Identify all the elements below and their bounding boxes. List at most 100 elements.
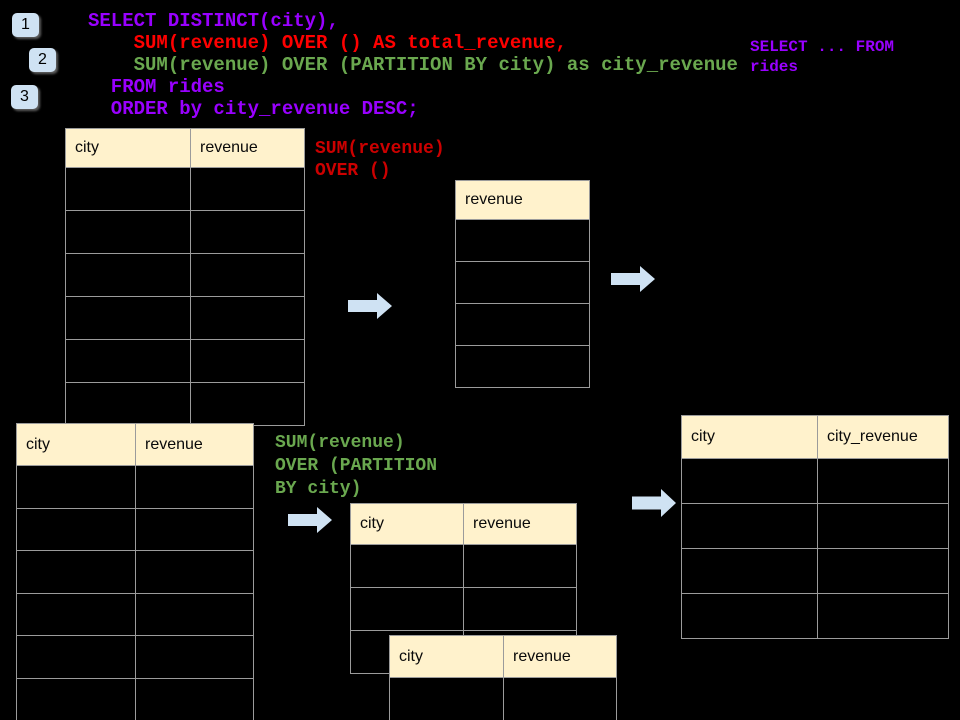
table-row xyxy=(66,210,304,253)
table-cell xyxy=(390,678,504,720)
column-header: revenue xyxy=(473,515,531,532)
table-row xyxy=(17,677,253,720)
table-cell xyxy=(682,549,818,593)
table-row xyxy=(456,345,589,387)
arrow-right-icon xyxy=(288,507,332,533)
column-header: city xyxy=(66,129,191,167)
table-row xyxy=(351,587,576,630)
text-line: SUM(revenue) xyxy=(275,433,405,453)
table-cell xyxy=(66,297,191,339)
table-row xyxy=(351,544,576,587)
table-cell xyxy=(818,504,948,548)
table-cell xyxy=(504,678,616,720)
table-cell xyxy=(456,346,589,387)
column-header: city xyxy=(17,424,136,465)
table-header-row: city revenue xyxy=(17,424,253,465)
table-header-row: city revenue xyxy=(351,504,576,544)
column-header: revenue xyxy=(200,139,258,156)
table-cell xyxy=(191,340,304,382)
table-row xyxy=(66,167,304,210)
table-cell xyxy=(136,594,253,636)
sql-code-line: FROM rides xyxy=(88,76,225,98)
table-row xyxy=(390,677,616,720)
table-row xyxy=(17,465,253,508)
table-city-revenue-result: city city_revenue xyxy=(681,415,949,639)
table-row xyxy=(682,503,948,548)
table-cell xyxy=(17,593,136,635)
table-cell xyxy=(17,636,136,678)
table-row xyxy=(456,261,589,303)
table-cell xyxy=(66,340,191,382)
table-cell xyxy=(456,220,589,261)
step-badge-1: 1 xyxy=(12,13,39,37)
table-row xyxy=(66,339,304,382)
partition-annotation: SUM(revenue) OVER (PARTITION BY city) xyxy=(275,432,437,501)
column-header: city_revenue xyxy=(827,428,918,445)
table-header-row: city revenue xyxy=(66,129,304,167)
table-cell xyxy=(17,508,136,550)
table-row xyxy=(66,382,304,425)
table-cell xyxy=(464,545,576,587)
table-cell xyxy=(191,383,304,425)
table-cell xyxy=(351,545,464,587)
column-header: city xyxy=(351,504,464,544)
table-cell xyxy=(191,254,304,296)
table-cell xyxy=(191,211,304,253)
column-header: city xyxy=(390,636,504,677)
column-header: revenue xyxy=(145,435,203,453)
step-badge-3: 3 xyxy=(11,85,38,109)
column-header: revenue xyxy=(465,191,523,208)
table-row xyxy=(456,303,589,345)
table-row xyxy=(17,507,253,551)
text-line: OVER () xyxy=(315,161,391,181)
sql-code-line: SELECT DISTINCT(city), xyxy=(88,10,339,32)
table-cell xyxy=(818,549,948,593)
total-revenue-annotation: SUM(revenue)OVER () xyxy=(315,138,445,182)
table-cell xyxy=(66,254,191,296)
table-row xyxy=(682,548,948,593)
table-row xyxy=(456,219,589,261)
table-cell xyxy=(682,504,818,548)
table-cell xyxy=(818,594,948,638)
table-rides-source-partition: city revenue xyxy=(16,423,254,720)
text-line: OVER (PARTITION xyxy=(275,456,438,476)
table-row xyxy=(17,550,253,593)
text-line: BY city) xyxy=(275,479,362,499)
table-row xyxy=(66,296,304,339)
table-rides-source-total: city revenue xyxy=(65,128,305,426)
table-cell xyxy=(136,551,253,593)
table-cell xyxy=(136,679,253,720)
table-cell xyxy=(818,459,948,503)
arrow-right-icon xyxy=(611,266,655,292)
table-cell xyxy=(351,588,464,630)
table-cell xyxy=(682,594,818,638)
table-cell xyxy=(136,636,253,678)
table-header-row: revenue xyxy=(456,181,589,219)
table-row xyxy=(17,592,253,636)
table-cell xyxy=(66,383,191,425)
step-badge-2: 2 xyxy=(29,48,56,72)
text-line: SUM(revenue) xyxy=(315,139,445,159)
table-cell xyxy=(191,297,304,339)
arrow-right-icon xyxy=(632,489,676,517)
table-row xyxy=(682,593,948,638)
table-cell xyxy=(17,551,136,593)
table-row xyxy=(17,635,253,678)
table-cell xyxy=(456,304,589,345)
sql-code-block: SELECT DISTINCT(city), SUM(revenue) OVER… xyxy=(88,10,738,120)
column-header: city xyxy=(682,416,818,458)
table-partition-group-1: city revenue xyxy=(350,503,577,674)
table-header-row: city city_revenue xyxy=(682,416,948,458)
table-cell xyxy=(136,509,253,551)
table-cell xyxy=(456,262,589,303)
text-line: SELECT ... FROM xyxy=(750,38,895,56)
table-cell xyxy=(66,211,191,253)
table-cell xyxy=(464,588,576,630)
table-row xyxy=(682,458,948,503)
table-row xyxy=(66,253,304,296)
table-cell xyxy=(191,168,304,210)
